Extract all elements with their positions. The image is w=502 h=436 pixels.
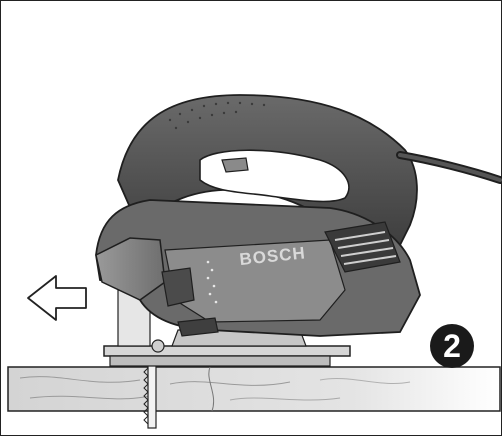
base-plate: [103, 289, 351, 367]
vent-grille: [324, 221, 401, 273]
tool-body: [95, 94, 502, 337]
step-number-badge: 2: [430, 324, 474, 368]
direction-arrow-icon: [27, 275, 87, 321]
workpiece-board: [7, 366, 501, 412]
